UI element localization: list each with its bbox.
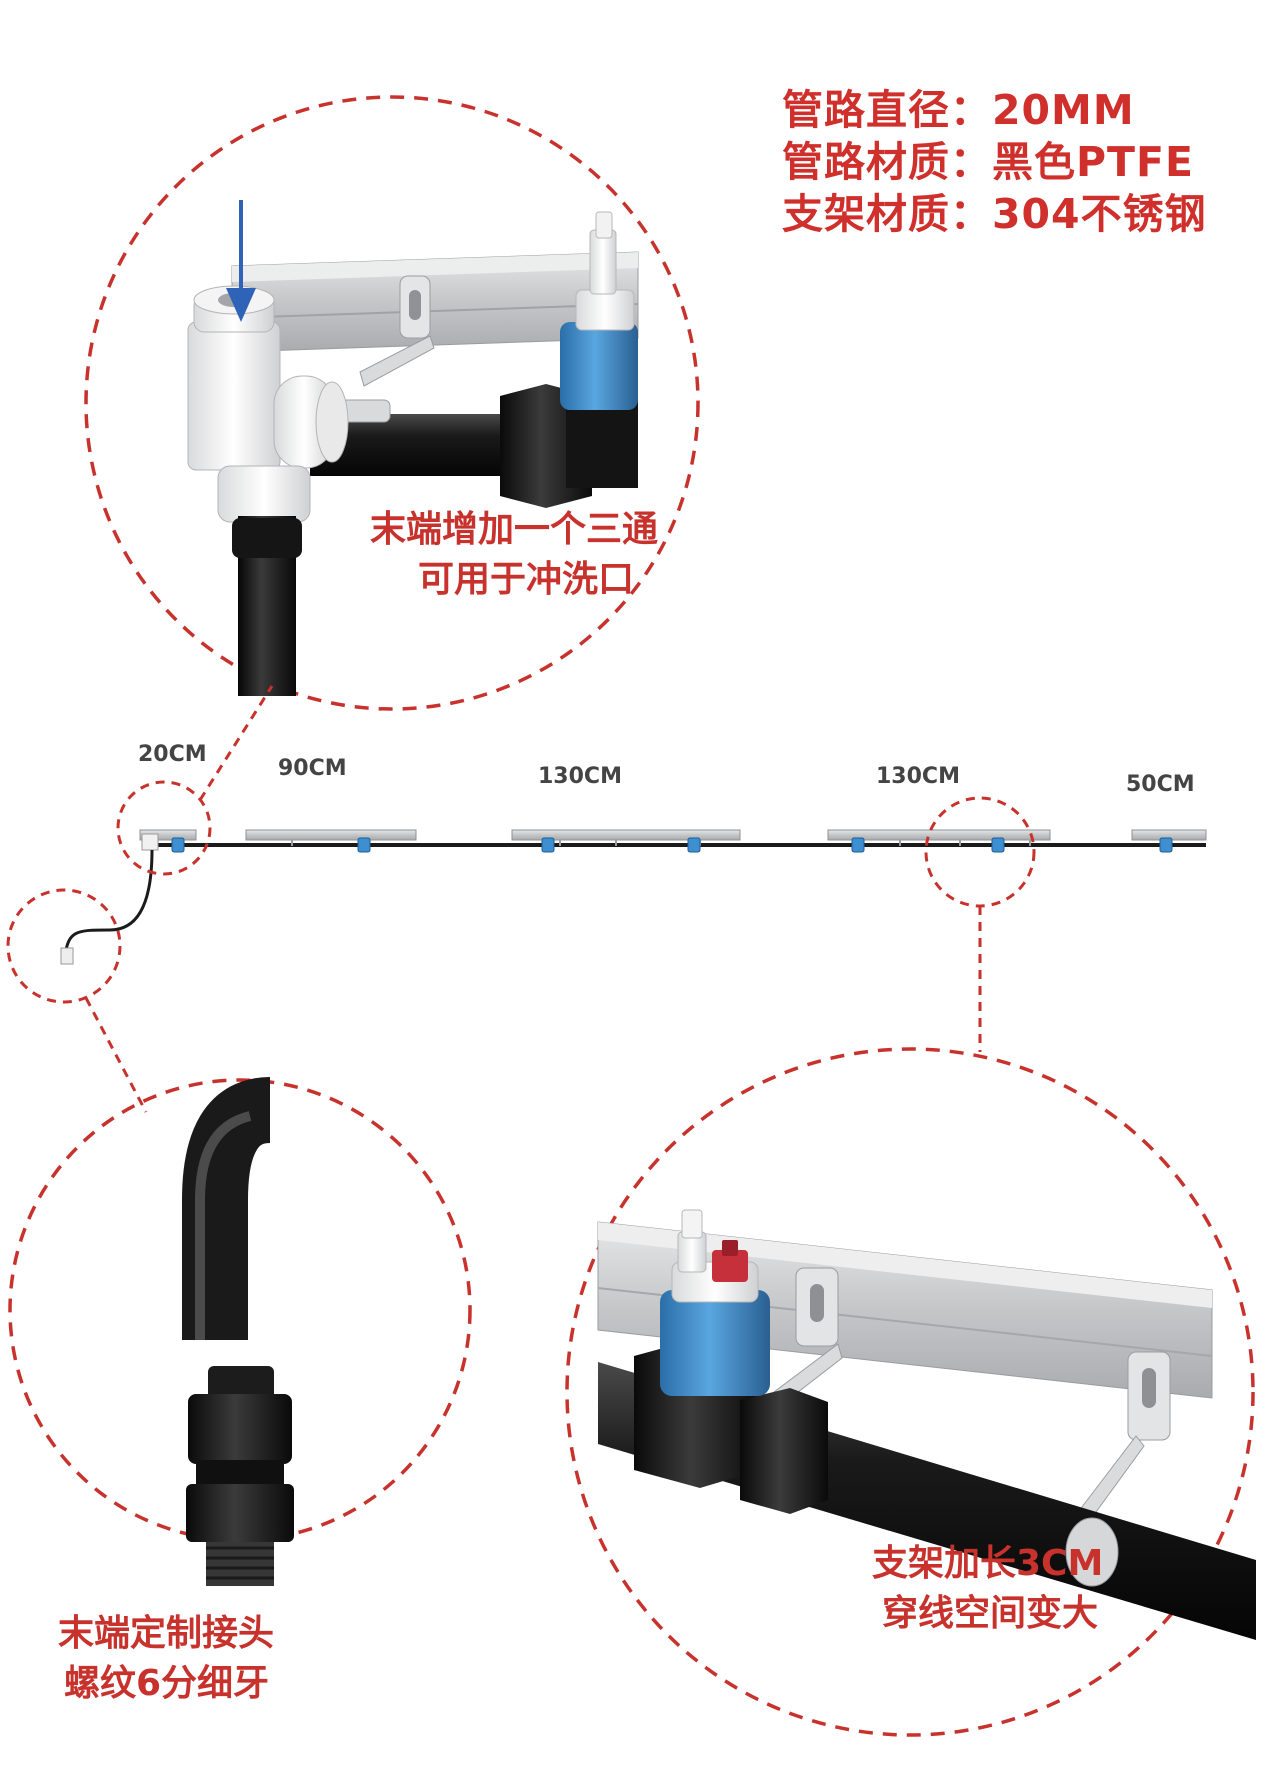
pipeline-overview [6, 685, 1207, 1113]
callout-bottom-right-line1: 支架加长3CM [872, 1543, 1104, 1584]
callout-bottom-left-line1: 末端定制接头 [58, 1613, 275, 1654]
callout-top-line2: 可用于冲洗口 [418, 559, 635, 600]
callout-top-line1: 末端增加一个三通 [370, 509, 659, 550]
callout-bottom-left-line2: 螺纹6分细牙 [64, 1663, 270, 1704]
bottom-left-detail-circle [8, 1077, 472, 1586]
dimension-label: 20CM [138, 742, 207, 767]
bottom-right-detail-circle [565, 1047, 1256, 1737]
spec-pipe-diameter: 管路直径：20MM [782, 86, 1135, 134]
dimension-label: 130CM [538, 764, 622, 789]
dimension-label: 50CM [1126, 772, 1195, 797]
dimension-label: 130CM [876, 764, 960, 789]
top-detail-circle [84, 95, 700, 711]
spec-pipe-material: 管路材质：黑色PTFE [782, 138, 1195, 186]
spec-bracket-material: 支架材质：304不锈钢 [782, 190, 1207, 238]
dimension-label: 90CM [278, 756, 347, 781]
callout-bottom-right-line2: 穿线空间变大 [882, 1593, 1099, 1634]
